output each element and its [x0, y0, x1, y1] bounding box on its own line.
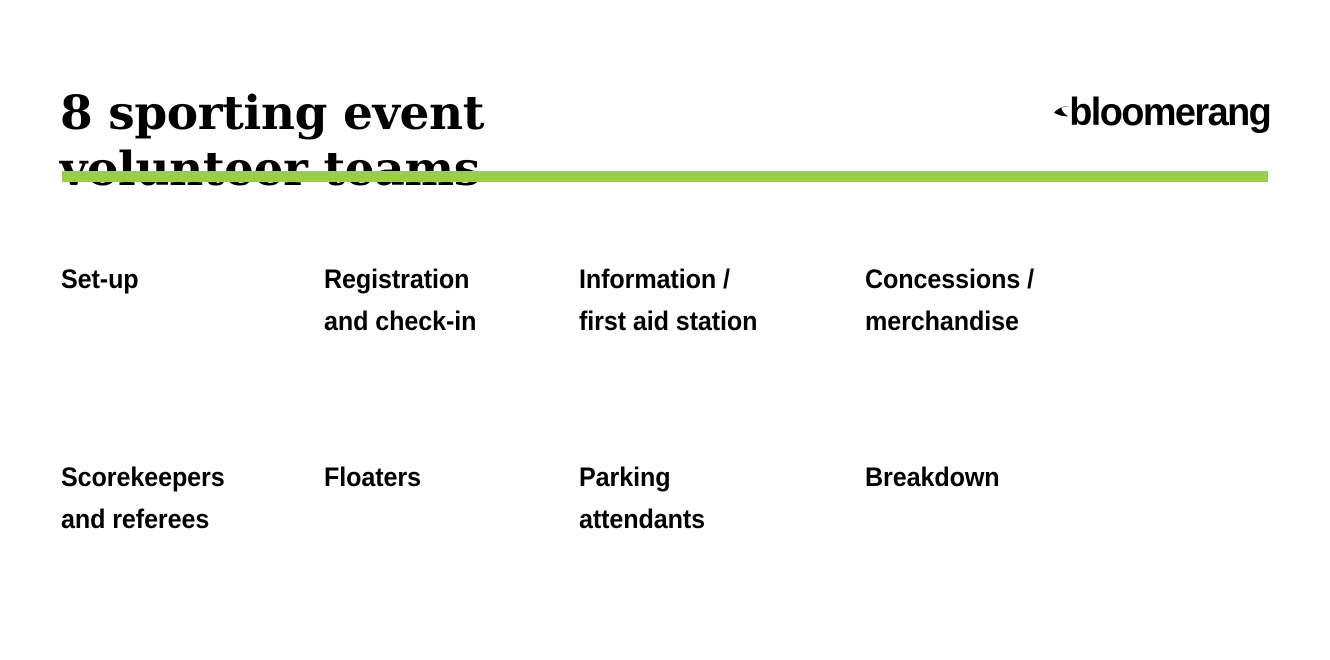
- volunteer-teams-grid: Set-up Registration and check-in Informa…: [0, 258, 1330, 654]
- slide-header: 8 sporting event volunteer teams bloomer…: [0, 0, 1330, 197]
- page-title: 8 sporting event volunteer teams: [60, 86, 485, 198]
- teams-row: Set-up Registration and check-in Informa…: [0, 258, 1330, 456]
- team-item-parking-attendants: Parking attendants: [579, 462, 706, 534]
- brand-logo: bloomerang: [1052, 90, 1272, 134]
- title-accent-rule: [62, 171, 1268, 182]
- team-item-floaters: Floaters: [324, 462, 421, 492]
- team-item-concessions-merchandise: Concessions / merchandise: [865, 264, 1035, 336]
- brand-wordmark: bloomerang: [1069, 90, 1272, 134]
- team-item-registration-and-check-in: Registration and check-in: [324, 264, 477, 336]
- team-item-scorekeepers-and-referees: Scorekeepers and referees: [61, 462, 225, 534]
- teams-row: Scorekeepers and referees Floaters Parki…: [0, 456, 1330, 654]
- team-item-breakdown: Breakdown: [865, 462, 1000, 492]
- boomerang-icon: [1052, 103, 1070, 128]
- team-item-information-first-aid-station: Information / first aid station: [579, 264, 758, 336]
- team-item-set-up: Set-up: [61, 264, 139, 294]
